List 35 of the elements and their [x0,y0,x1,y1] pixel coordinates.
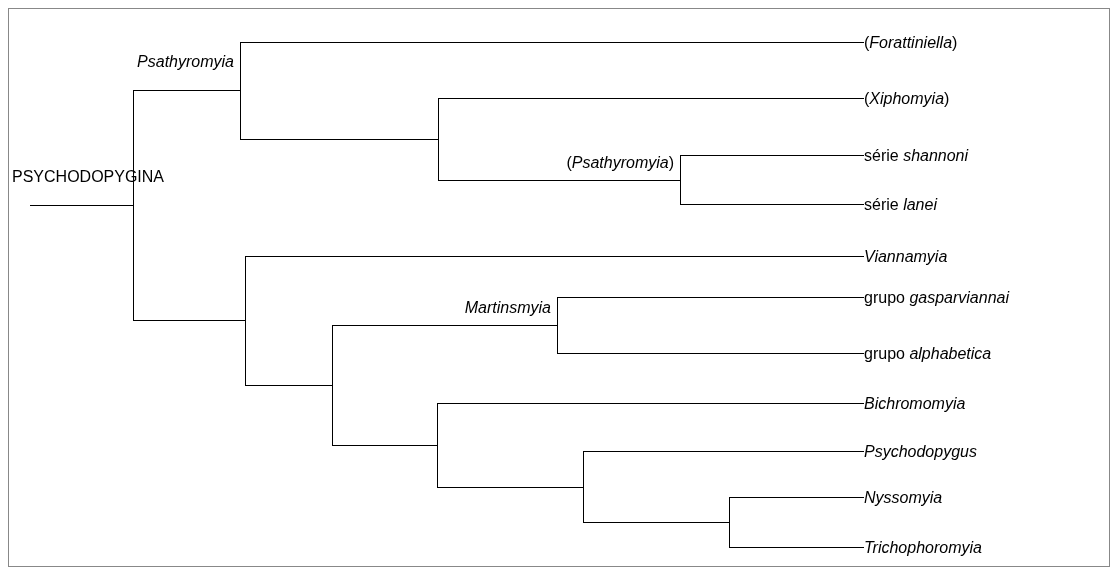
branch-line [133,320,246,321]
taxon-label: grupo alphabetica [864,344,992,364]
branch-line [729,547,865,548]
branch-line [133,90,241,91]
branch-line [557,297,865,298]
branch-line [437,403,865,404]
taxon-label: Nyssomyia [864,488,943,508]
taxon-label: série lanei [864,195,937,215]
taxon-label: Bichromomyia [864,394,966,414]
branch-line [245,256,865,257]
taxon-label: Viannamyia [864,247,948,267]
taxon-label: (Xiphomyia) [864,89,950,109]
branch-line [680,204,865,205]
branch-line [240,139,439,140]
branch-line [332,325,558,326]
clade-label: Martinsmyia [464,298,551,318]
branch-line [240,42,865,43]
taxon-label: série shannoni [864,146,969,166]
branch-line [557,353,865,354]
clade-label: Psathyromyia [137,52,234,72]
branch-line [245,385,333,386]
taxon-label: (Forattiniella) [864,33,958,53]
branch-line [583,522,730,523]
taxon-label: Psychodopygus [864,442,977,462]
branch-line [729,497,865,498]
branch-line [438,180,681,181]
taxon-label: grupo gasparviannai [864,288,1009,308]
branch-line [583,451,865,452]
branch-line [29,205,134,206]
branch-line [437,487,584,488]
branch-line [438,98,865,99]
branch-line [332,445,438,446]
branch-line [680,155,865,156]
taxon-label: Trichophoromyia [864,538,982,558]
clade-label: (Psathyromyia) [566,153,674,173]
